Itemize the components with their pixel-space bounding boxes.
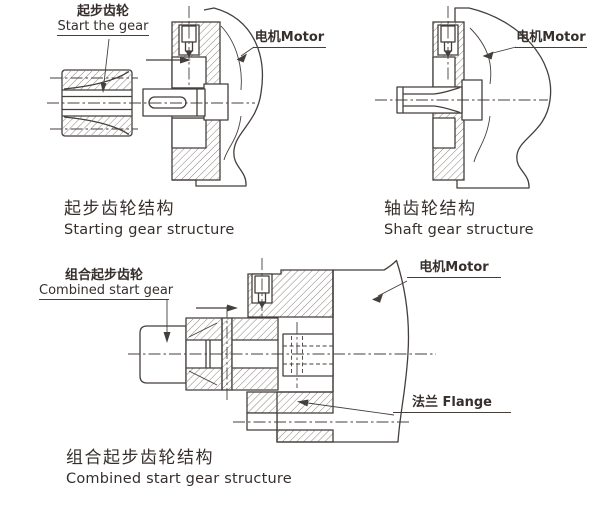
shaft xyxy=(142,83,229,121)
caption-cn: 起步齿轮结构 xyxy=(64,199,175,219)
caption-en: Combined start gear structure xyxy=(66,471,292,487)
combined-gear-caption: 组合起步齿轮结构 Combined start gear structure xyxy=(66,443,292,487)
motor-leader-arrow-icon xyxy=(372,280,408,303)
part-label-cn: 组合起步齿轮 xyxy=(64,268,143,283)
motor-label: 电机Motor xyxy=(419,260,489,275)
direction-arrow-icon xyxy=(146,56,191,64)
starting-gear-part-label: 起步齿轮 Start the gear xyxy=(57,4,149,37)
centerlines xyxy=(128,306,436,423)
caption-cn: 组合起步齿轮结构 xyxy=(66,448,214,468)
motor-body xyxy=(172,7,263,187)
combined-gear-flange-label: 法兰 Flange xyxy=(393,395,511,413)
motor-label: 电机Motor xyxy=(254,30,325,45)
flange-label: 法兰 Flange xyxy=(411,395,492,410)
starting-gear-motor-label: 电机Motor xyxy=(253,30,326,48)
shaft-gear-drawing xyxy=(375,6,552,189)
shaft-gear xyxy=(396,79,483,121)
combined-gear-part-label: 组合起步齿轮 Combined start gear xyxy=(39,268,174,301)
shaft-gear-motor-label: 电机Motor xyxy=(515,30,587,48)
motor-hub xyxy=(282,333,334,377)
motor-label: 电机Motor xyxy=(516,30,586,45)
flange-leader-arrow-icon xyxy=(297,399,395,416)
shaft-gear-caption: 轴齿轮结构 Shaft gear structure xyxy=(384,194,534,238)
part-label-cn: 起步齿轮 xyxy=(76,4,129,19)
starting-gear-drawing xyxy=(47,6,263,187)
caption-en: Shaft gear structure xyxy=(384,222,534,238)
gear-leader-arrow-icon xyxy=(100,38,110,93)
caption-cn: 轴齿轮结构 xyxy=(384,199,477,219)
bolt xyxy=(440,6,456,80)
bolt xyxy=(181,6,197,97)
starting-gear-caption: 起步齿轮结构 Starting gear structure xyxy=(64,194,234,238)
part-label-en: Start the gear xyxy=(57,18,149,34)
part-label-en: Combined start gear xyxy=(39,282,174,298)
combined-start-gear-drawing xyxy=(128,258,436,443)
direction-arrow-icon xyxy=(196,304,238,312)
centerlines xyxy=(47,77,255,130)
flange xyxy=(246,391,334,443)
motor-leader-arrow-icon xyxy=(236,46,255,63)
bolt xyxy=(254,258,270,330)
motor-leader-arrow-icon xyxy=(482,46,517,60)
caption-en: Starting gear structure xyxy=(64,222,235,238)
gear-leader-arrow-icon xyxy=(163,299,171,343)
combined-gear-motor-label: 电机Motor xyxy=(407,260,501,278)
